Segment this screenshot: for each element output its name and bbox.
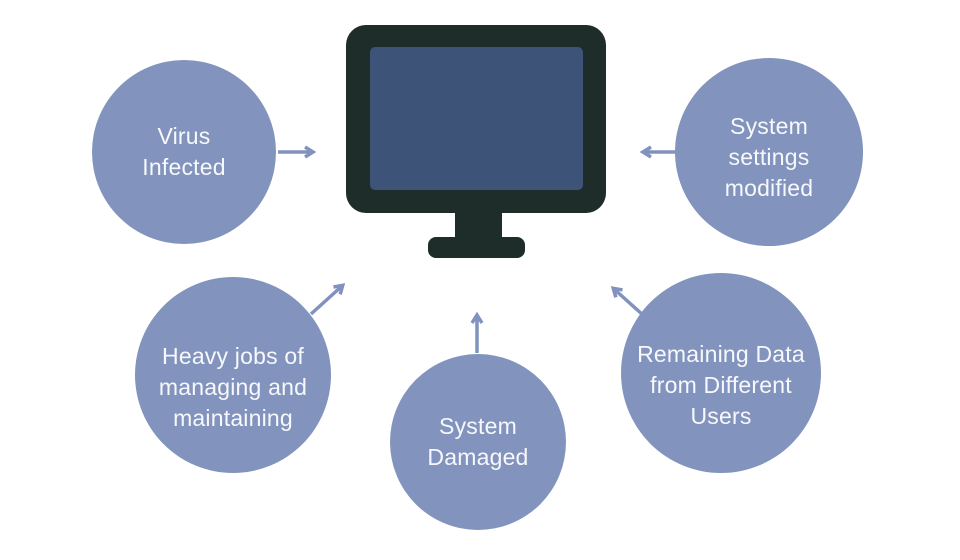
arrow-remaining-data-to-monitor (614, 289, 645, 317)
node-virus-infected-label: Virus Infected (142, 123, 226, 180)
monitor-screen (370, 47, 583, 190)
node-heavy-jobs: Heavy jobs of managing and maintaining (135, 277, 331, 473)
node-system-settings-modified-label: System settings modified (724, 112, 814, 201)
monitor-stand-base (428, 237, 525, 258)
node-remaining-data: Remaining Data from Different Users (621, 273, 821, 473)
node-remaining-data-label: Remaining Data from Different Users (637, 340, 805, 429)
node-system-settings-modified: System settings modified (675, 58, 863, 246)
node-system-damaged: System Damaged (390, 354, 566, 530)
arrow-heavy-jobs-to-monitor (309, 286, 342, 316)
node-system-damaged-label: System Damaged (427, 413, 529, 470)
node-heavy-jobs-label: Heavy jobs of managing and maintaining (158, 342, 308, 431)
node-virus-infected: Virus Infected (92, 60, 276, 244)
